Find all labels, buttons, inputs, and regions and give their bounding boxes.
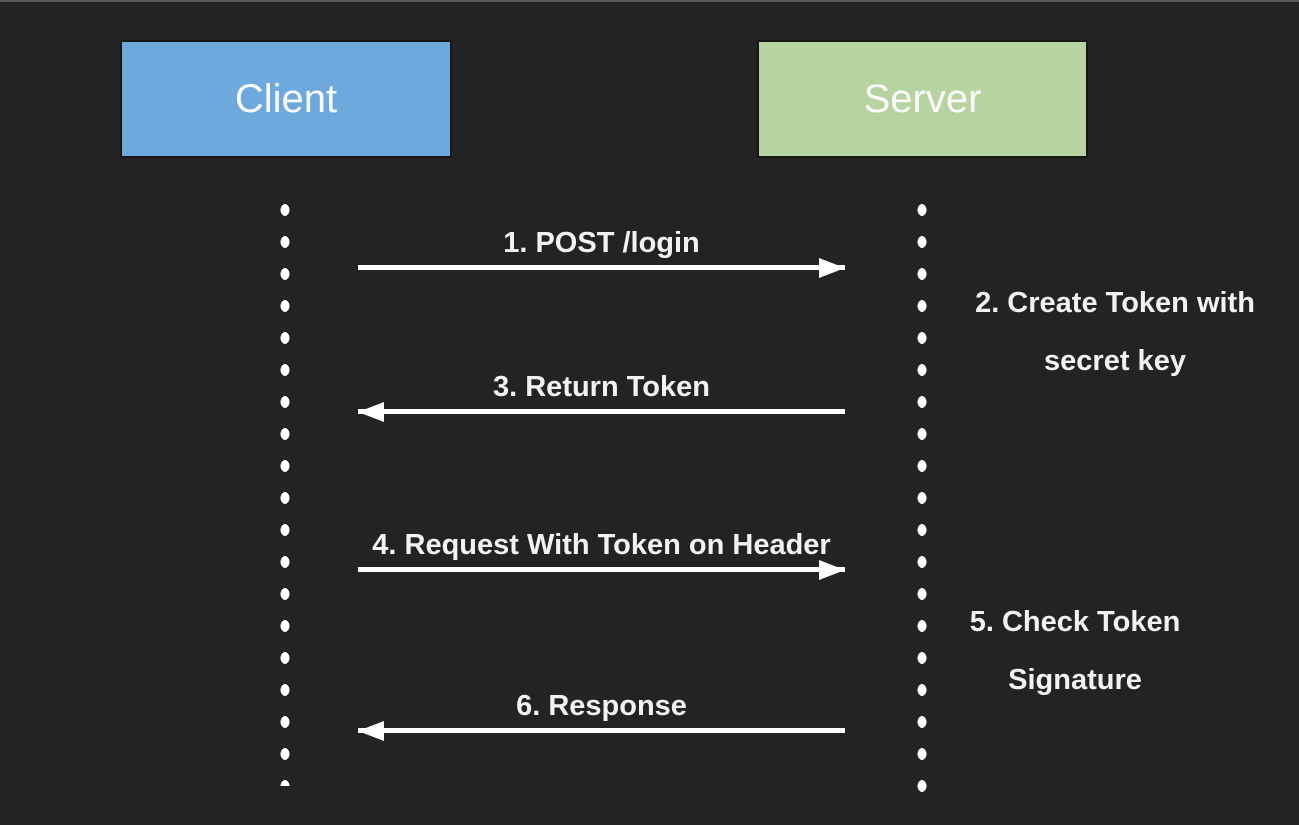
arrow-right-icon — [358, 265, 845, 270]
message-label: 6. Response — [516, 690, 687, 722]
message-response: 6. Response — [358, 687, 845, 733]
note-line: Signature — [1008, 664, 1142, 696]
server-actor-label: Server — [863, 76, 982, 121]
note-line: secret key — [1044, 345, 1186, 377]
client-actor-box: Client — [120, 40, 452, 158]
client-lifeline — [280, 194, 290, 786]
note-create-token: 2. Create Token with secret key — [940, 274, 1290, 390]
message-return-token: 3. Return Token — [358, 368, 845, 414]
message-request-with-token: 4. Request With Token on Header — [358, 526, 845, 572]
arrow-left-icon — [358, 409, 845, 414]
message-label: 1. POST /login — [503, 227, 700, 259]
note-check-token: 5. Check Token Signature — [900, 593, 1250, 709]
message-post-login: 1. POST /login — [358, 224, 845, 270]
message-label: 4. Request With Token on Header — [372, 529, 831, 561]
arrow-right-icon — [358, 567, 845, 572]
server-actor-box: Server — [757, 40, 1088, 158]
note-line: 2. Create Token with — [975, 287, 1255, 319]
top-edge-divider — [0, 0, 1299, 2]
note-line: 5. Check Token — [969, 606, 1181, 638]
arrow-left-icon — [358, 728, 845, 733]
server-lifeline — [917, 194, 927, 808]
client-actor-label: Client — [234, 76, 338, 121]
message-label: 3. Return Token — [493, 371, 710, 403]
